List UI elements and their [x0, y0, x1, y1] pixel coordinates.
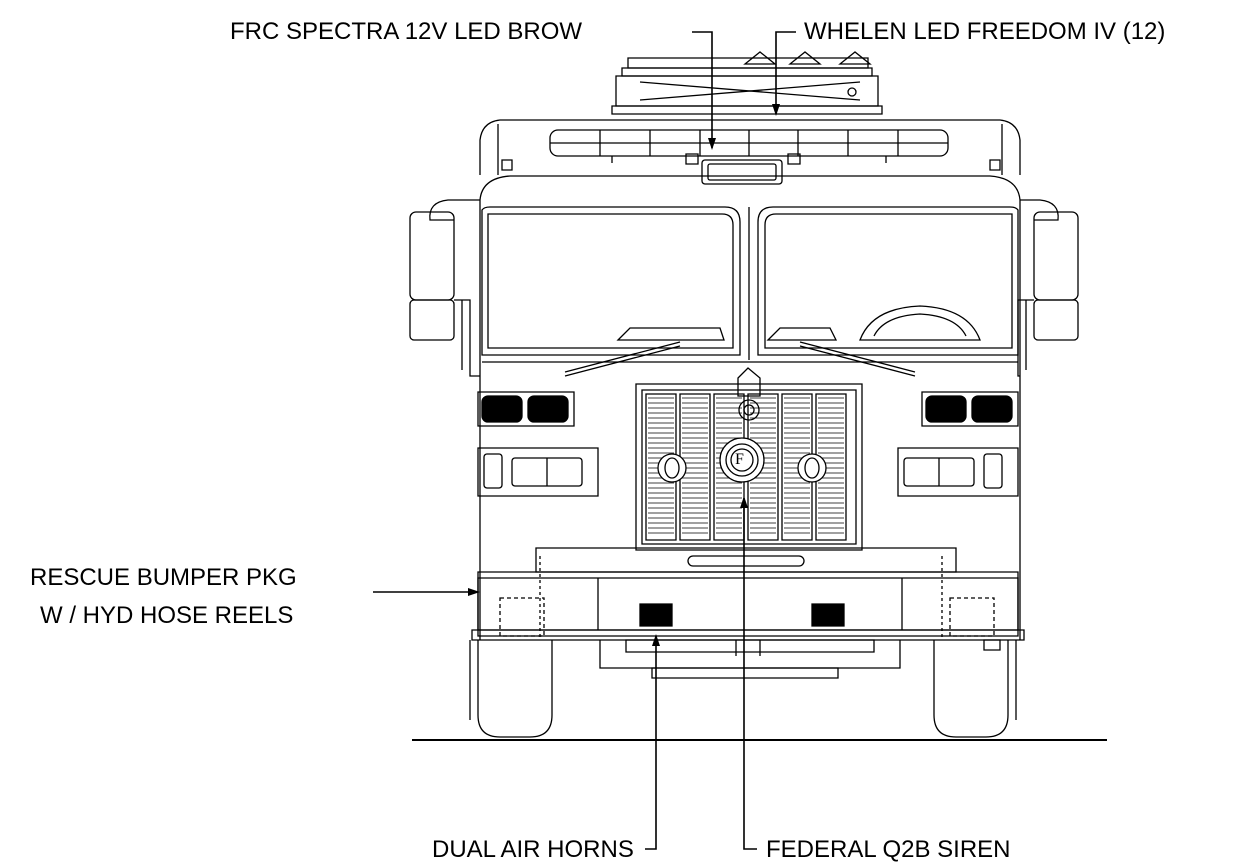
headlights	[478, 392, 1018, 496]
windshields	[482, 207, 1018, 376]
roof-equipment	[612, 52, 882, 114]
cab-body	[480, 154, 1020, 640]
label-federal-siren: FEDERAL Q2B SIREN	[766, 836, 1011, 863]
mirrors	[410, 200, 1078, 376]
grille-badge-letter: F	[735, 451, 744, 468]
label-rescue-bumper-line1: RESCUE BUMPER PKG	[30, 564, 297, 591]
rescue-bumper	[472, 548, 1024, 650]
led-brow-bar	[550, 130, 948, 163]
cab-roof	[480, 120, 1020, 175]
label-dual-air-horns: DUAL AIR HORNS	[432, 836, 634, 863]
grille-badge	[658, 368, 826, 482]
leader-lines	[373, 32, 796, 849]
label-led-brow: FRC SPECTRA 12V LED BROW	[230, 18, 583, 45]
grille	[636, 384, 862, 550]
label-whelen-freedom: WHELEN LED FREEDOM IV (12)	[804, 18, 1166, 45]
under-bumper	[600, 640, 900, 678]
label-rescue-bumper-line2: W / HYD HOSE REELS	[40, 602, 294, 629]
tires	[470, 640, 1016, 737]
